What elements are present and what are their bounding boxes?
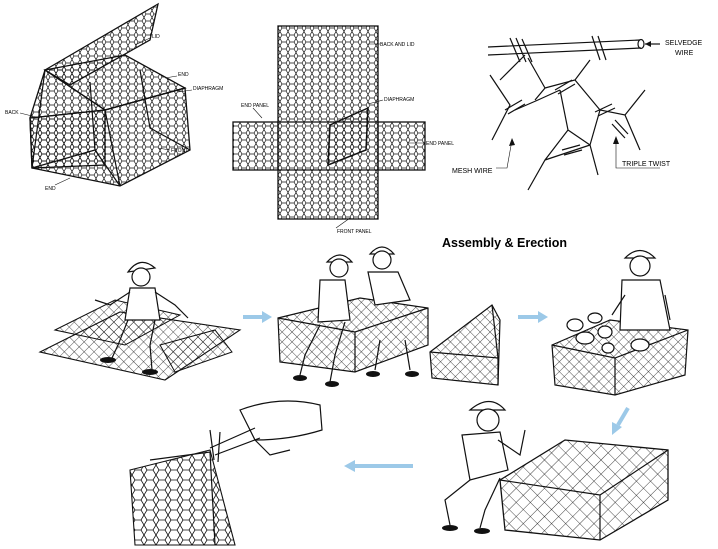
step-3-diaphragm-piece — [429, 304, 501, 386]
gabion-box-illustration: LID END DIAPHRAGM BACK FRONT END — [5, 2, 223, 192]
step-6-twist-wire — [129, 400, 323, 546]
label-front-panel: FRONT PANEL — [337, 229, 372, 235]
label-end-panel-right: END PANEL — [426, 141, 454, 147]
end-panel-left — [232, 121, 279, 171]
step-2-erect-box — [277, 246, 429, 387]
assembly-title: Assembly & Erection — [442, 236, 567, 250]
mesh-twist-detail: SELVEDGE WIRE MESH WIRE TRIPLE TWIST — [452, 35, 703, 191]
label-back-and-lid: BACK AND LID — [380, 42, 415, 48]
arrow-step-3-to-4 — [518, 311, 548, 323]
step-4-fill-stones — [551, 249, 689, 396]
arrow-step-5-to-6 — [344, 460, 413, 472]
arrow-step-4-to-5 — [612, 406, 630, 435]
label-selvedge: SELVEDGE — [665, 40, 703, 47]
label-mesh-wire: MESH WIRE — [452, 168, 493, 175]
label-lid: LID — [152, 34, 160, 40]
label-end-bottom: END — [45, 186, 56, 192]
label-end-top: END — [178, 72, 189, 78]
step-5-close-lid — [442, 400, 669, 541]
label-unfolded-diaphragm: DIAPHRAGM — [384, 97, 414, 103]
worker-1-head — [131, 267, 151, 287]
step-1-unfold-mesh — [38, 261, 242, 381]
unfolded-gabion-panel: BACK AND LID DIAPHRAGM END PANEL END PAN… — [232, 25, 454, 235]
label-end-panel-left: END PANEL — [241, 103, 269, 109]
label-diaphragm: DIAPHRAGM — [193, 86, 223, 92]
label-triple-twist: TRIPLE TWIST — [622, 161, 671, 168]
label-front: FRONT — [171, 148, 188, 154]
label-selvedge-wire: WIRE — [675, 50, 694, 57]
end-panel-right — [377, 121, 426, 171]
diaphragm-panel — [327, 106, 369, 167]
label-back: BACK — [5, 110, 19, 116]
arrow-step-1-to-2 — [243, 311, 272, 323]
